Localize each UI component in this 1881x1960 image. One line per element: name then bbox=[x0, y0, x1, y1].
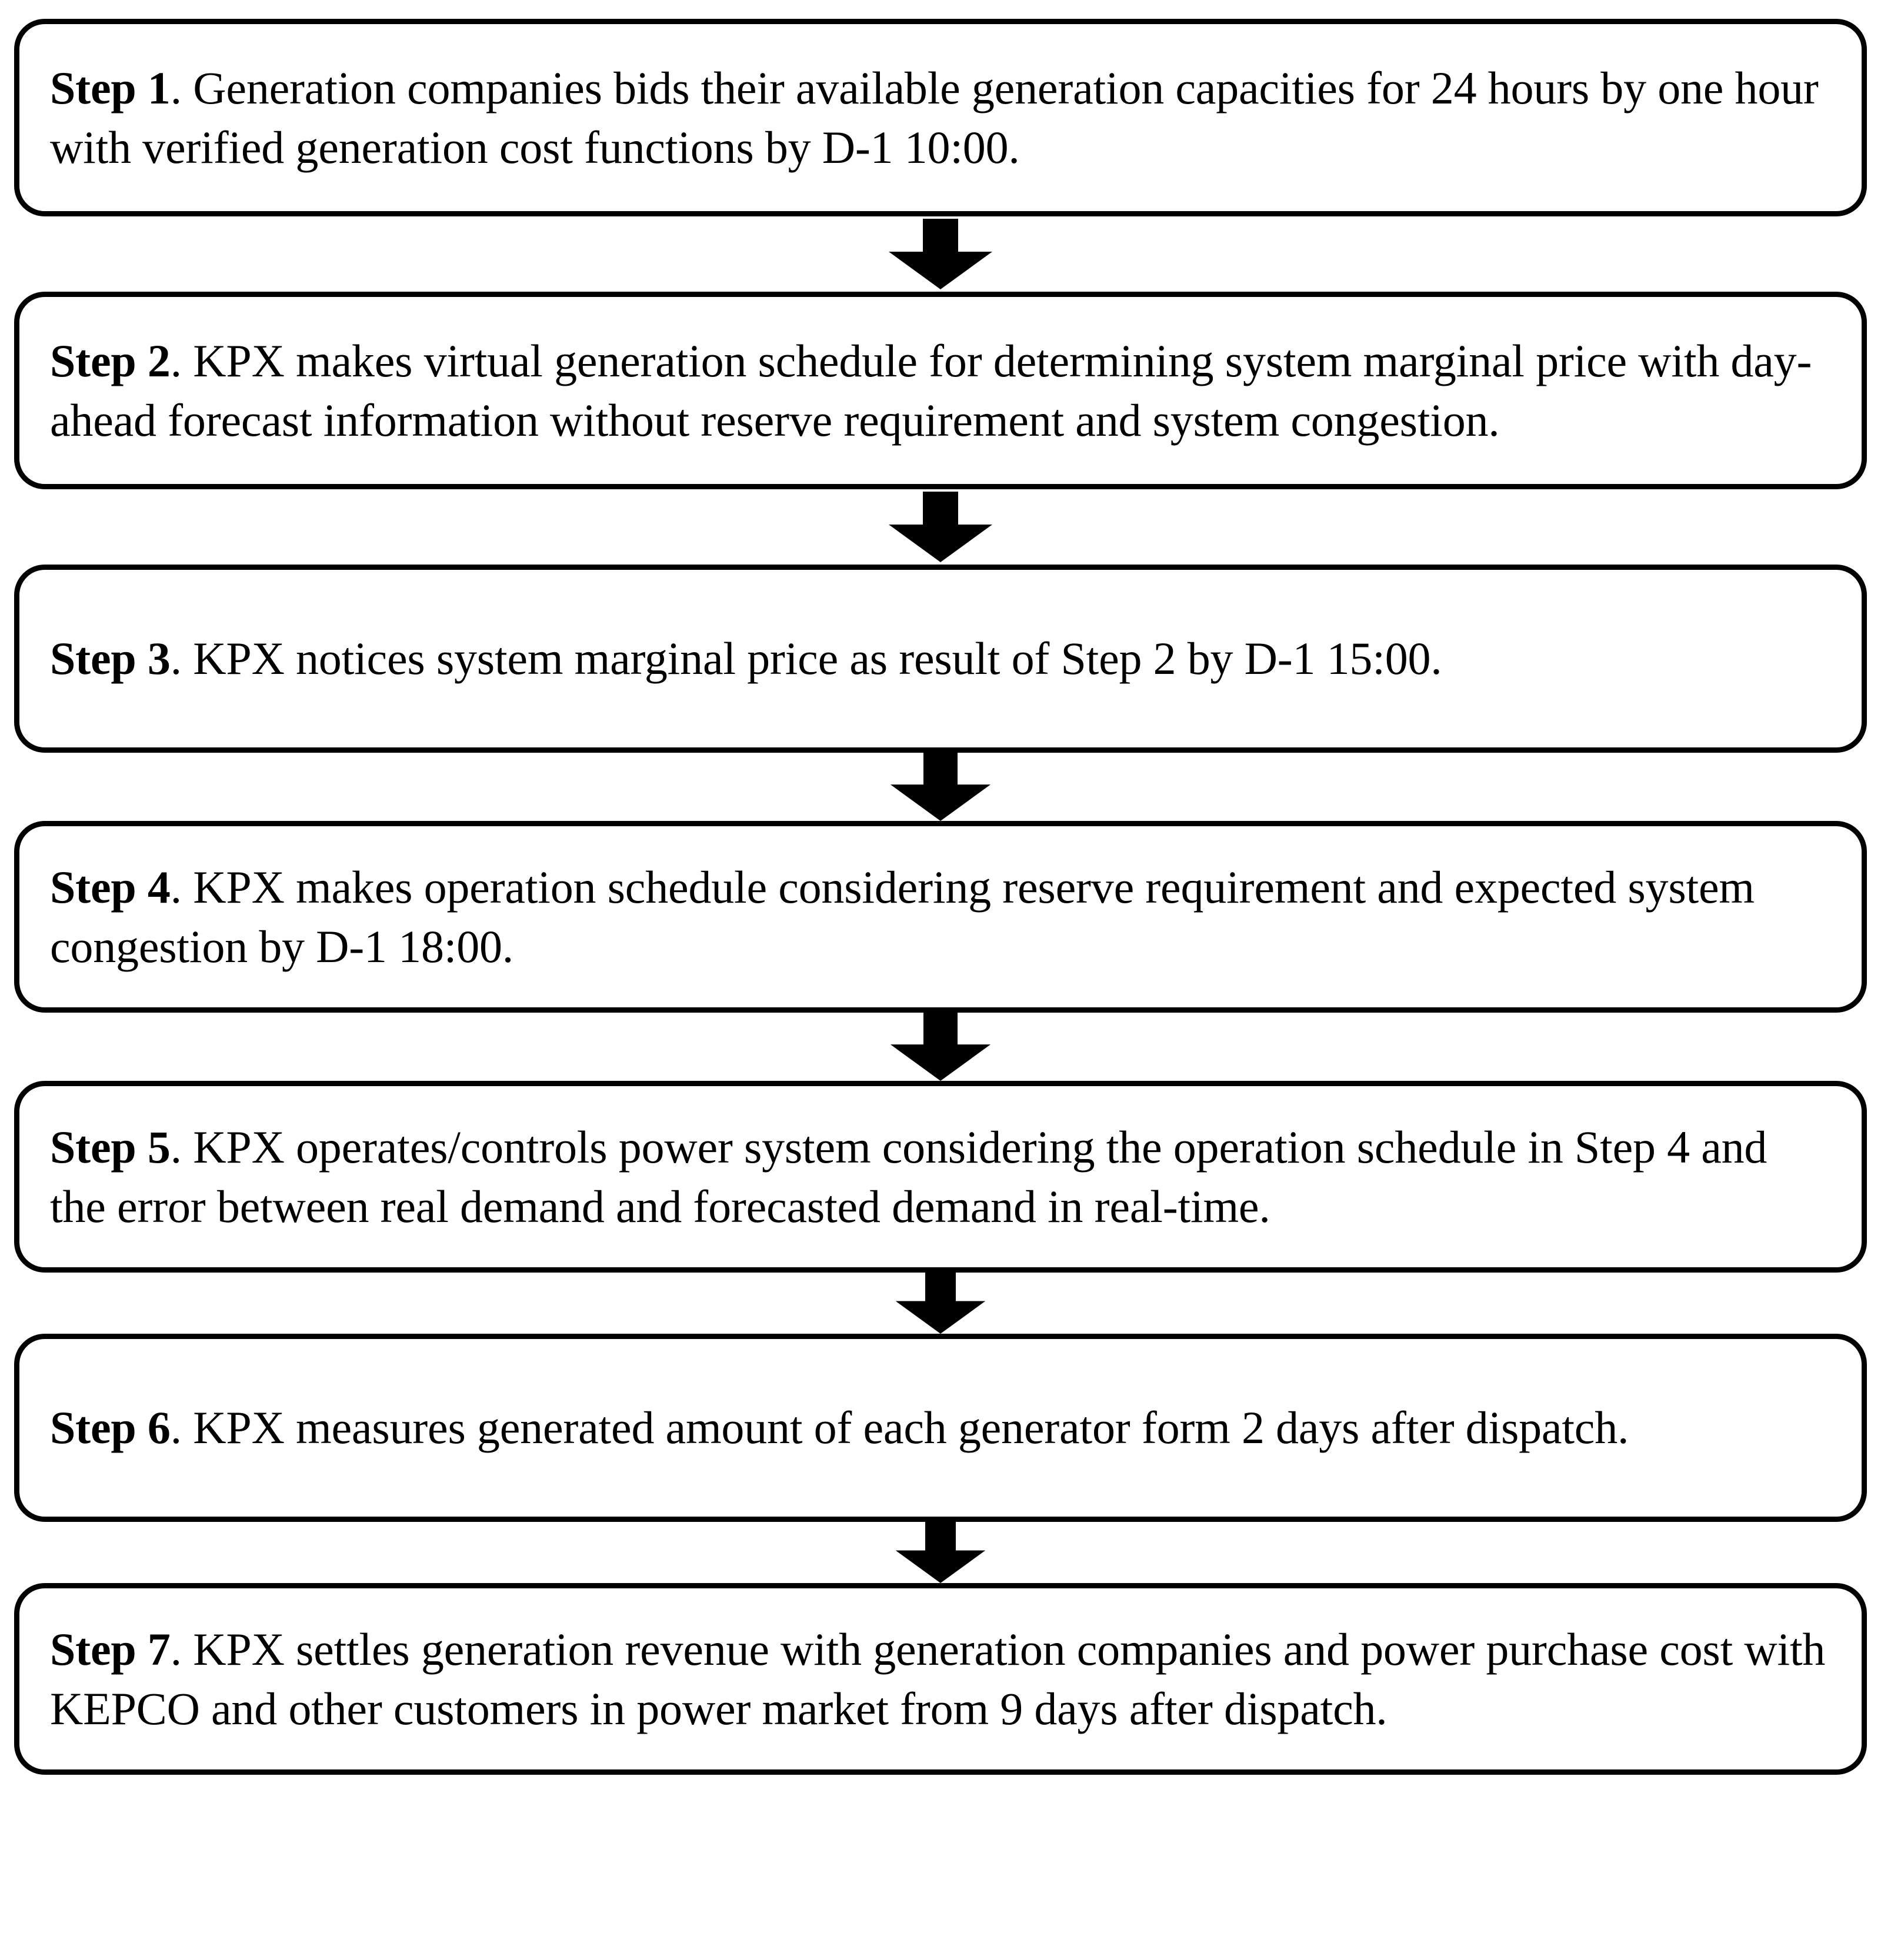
step-7-text: Step 7. KPX settles generation revenue w… bbox=[50, 1620, 1830, 1739]
step-3-separator: . bbox=[170, 633, 194, 685]
connector-2-to-3 bbox=[14, 489, 1867, 565]
step-3-body: KPX notices system marginal price as res… bbox=[193, 633, 1442, 685]
step-5-body: KPX operates/controls power system consi… bbox=[50, 1121, 1767, 1232]
step-1-label: Step 1 bbox=[50, 62, 171, 113]
step-3-label: Step 3 bbox=[50, 633, 171, 685]
connector-5-to-6 bbox=[14, 1273, 1867, 1334]
step-6-label: Step 6 bbox=[50, 1402, 171, 1454]
step-7-separator: . bbox=[170, 1623, 194, 1675]
step-2-label: Step 2 bbox=[50, 335, 171, 386]
down-arrow-icon bbox=[890, 753, 991, 821]
step-node-2[interactable]: Step 2. KPX makes virtual generation sch… bbox=[14, 292, 1867, 489]
step-node-5[interactable]: Step 5. KPX operates/controls power syst… bbox=[14, 1081, 1867, 1273]
step-node-4[interactable]: Step 4. KPX makes operation schedule con… bbox=[14, 821, 1867, 1013]
connector-4-to-5 bbox=[14, 1013, 1867, 1081]
step-6-body: KPX measures generated amount of each ge… bbox=[193, 1402, 1629, 1454]
step-4-label: Step 4 bbox=[50, 861, 171, 913]
step-4-separator: . bbox=[170, 861, 194, 913]
step-4-text: Step 4. KPX makes operation schedule con… bbox=[50, 857, 1830, 977]
connector-3-to-4 bbox=[14, 753, 1867, 821]
step-7-body: KPX settles generation revenue with gene… bbox=[50, 1623, 1826, 1734]
step-1-separator: . bbox=[170, 62, 194, 113]
step-5-text: Step 5. KPX operates/controls power syst… bbox=[50, 1117, 1830, 1237]
step-node-3[interactable]: Step 3. KPX notices system marginal pric… bbox=[14, 565, 1867, 753]
step-3-text: Step 3. KPX notices system marginal pric… bbox=[50, 629, 1830, 688]
step-6-separator: . bbox=[170, 1402, 194, 1454]
step-node-1[interactable]: Step 1. Generation companies bids their … bbox=[14, 19, 1867, 216]
step-2-text: Step 2. KPX makes virtual generation sch… bbox=[50, 331, 1830, 450]
down-arrow-icon bbox=[889, 492, 992, 562]
step-2-body: KPX makes virtual generation schedule fo… bbox=[50, 335, 1812, 446]
down-arrow-icon bbox=[889, 219, 992, 289]
step-2-separator: . bbox=[170, 335, 194, 386]
connector-6-to-7 bbox=[14, 1522, 1867, 1583]
connector-1-to-2 bbox=[14, 216, 1867, 292]
step-4-body: KPX makes operation schedule considering… bbox=[50, 861, 1755, 972]
step-1-text: Step 1. Generation companies bids their … bbox=[50, 58, 1830, 178]
step-1-body: Generation companies bids their availabl… bbox=[50, 62, 1819, 173]
down-arrow-icon bbox=[890, 1013, 991, 1081]
step-6-text: Step 6. KPX measures generated amount of… bbox=[50, 1398, 1830, 1457]
top-spacer bbox=[14, 13, 1867, 19]
step-7-label: Step 7 bbox=[50, 1623, 171, 1675]
step-5-label: Step 5 bbox=[50, 1121, 171, 1173]
step-5-separator: . bbox=[170, 1121, 194, 1173]
step-node-6[interactable]: Step 6. KPX measures generated amount of… bbox=[14, 1334, 1867, 1522]
down-arrow-icon bbox=[895, 1522, 986, 1583]
step-node-7[interactable]: Step 7. KPX settles generation revenue w… bbox=[14, 1583, 1867, 1775]
down-arrow-icon bbox=[895, 1273, 986, 1334]
